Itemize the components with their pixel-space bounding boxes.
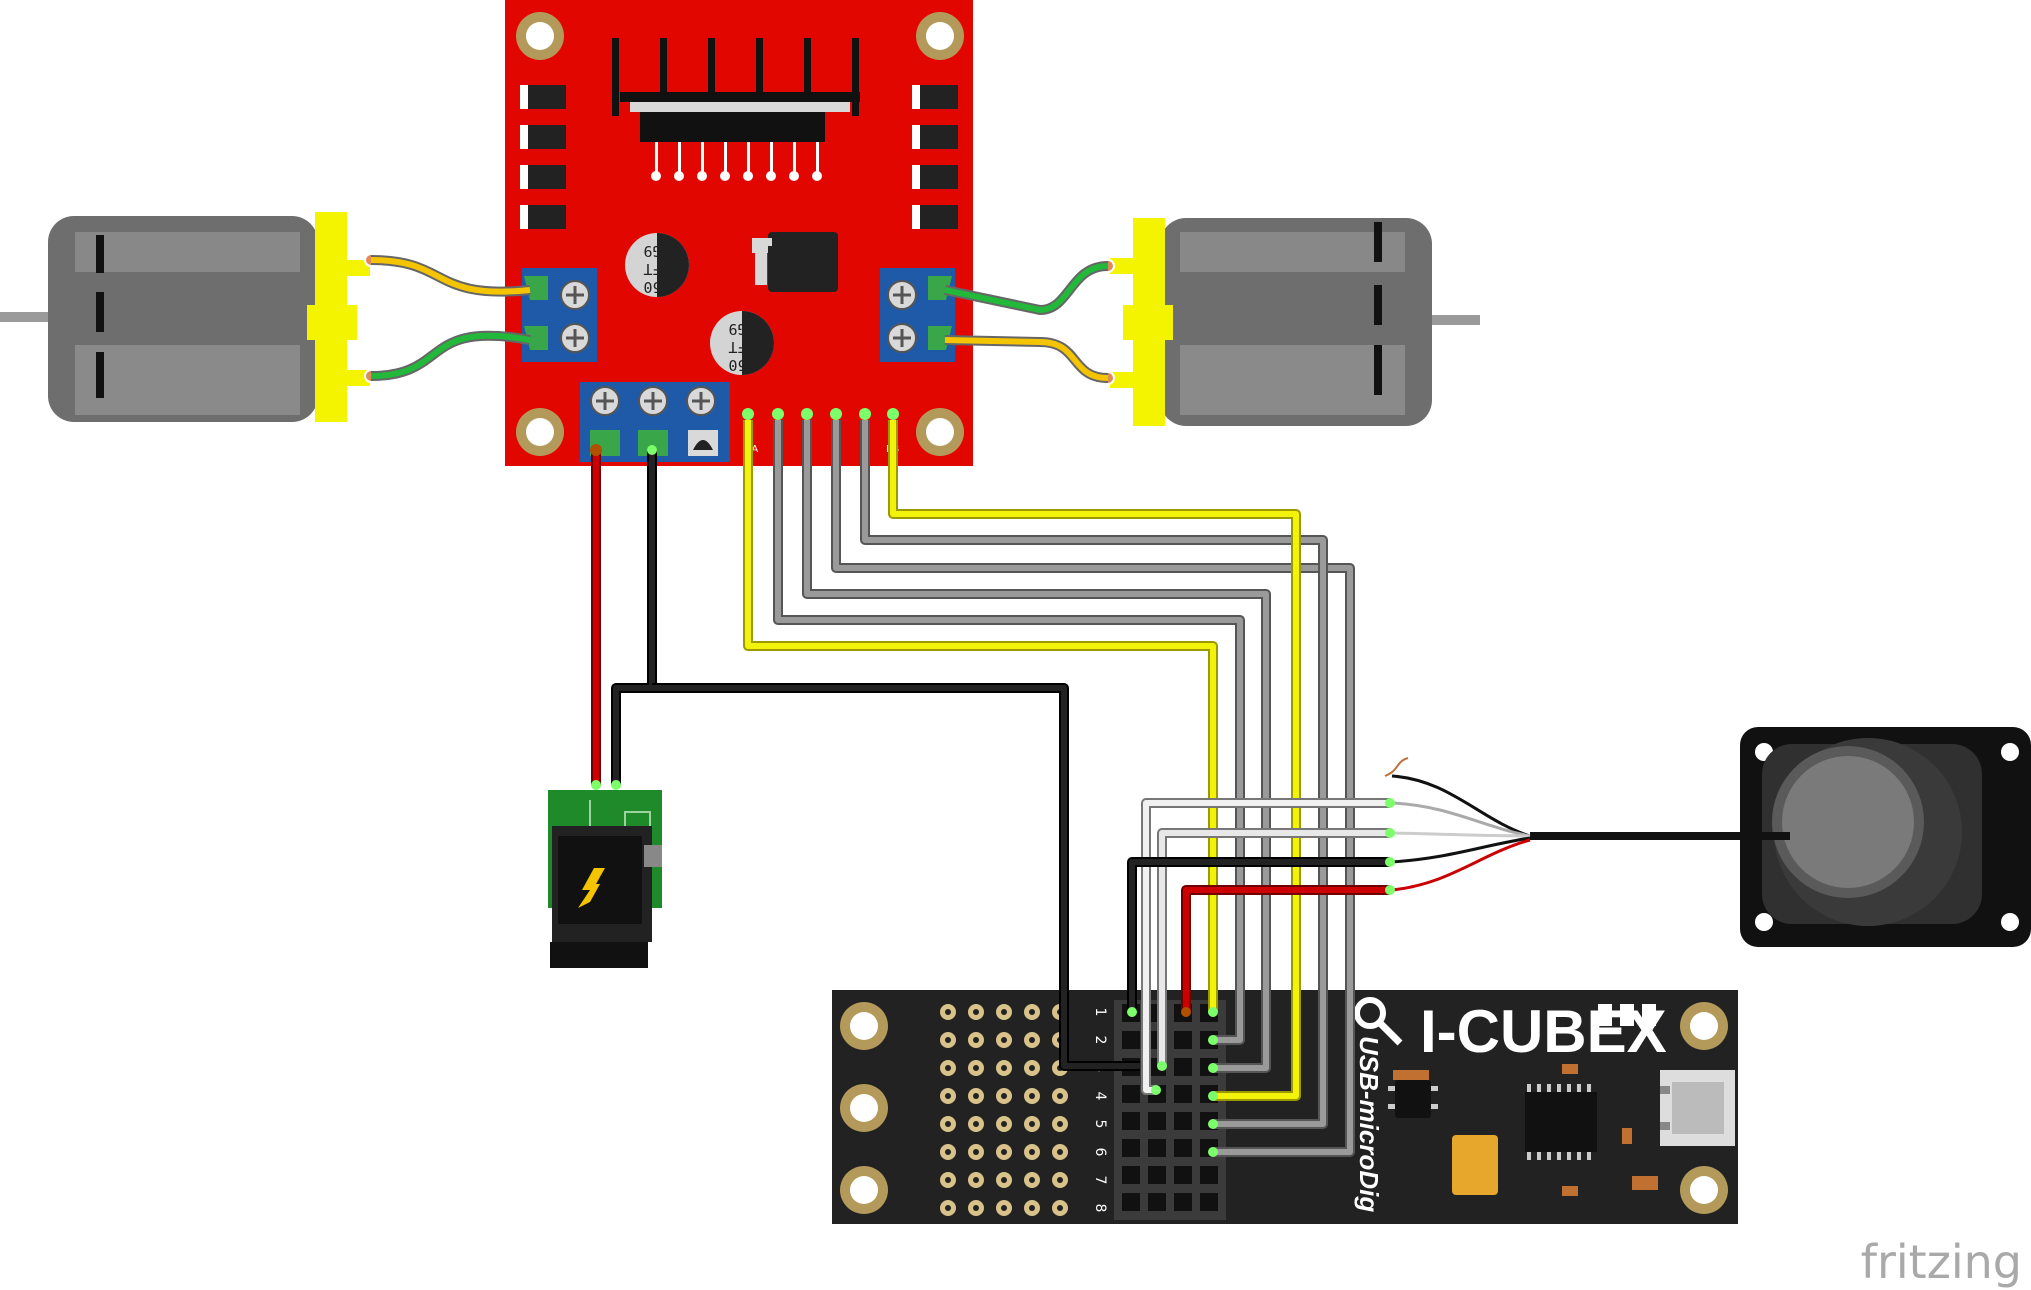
heatsink [612, 38, 860, 142]
perfboard-pads [940, 1004, 1068, 1216]
capacitor-1-line-3: 4G9 [643, 242, 670, 260]
row-number-2: 2 [1092, 1036, 1108, 1045]
capacitor-2-line-1: 150 [728, 356, 755, 374]
capacitor-1-line-1: 150 [643, 278, 670, 296]
right-dc-motor [1101, 218, 1480, 426]
capacitor-2-line-3: 4G9 [728, 320, 755, 338]
row-number-5: 5 [1092, 1120, 1108, 1129]
diodes-left [520, 85, 566, 229]
driver-ic-pins [651, 142, 822, 181]
wire-endpoints [590, 408, 1395, 1157]
capacitor-1: 150 VFT 4G9 [625, 233, 689, 297]
icubex-interface-board: 1 2 3 4 5 6 7 8 [832, 990, 1738, 1224]
capacitor-2: 150 VFT 4G9 [710, 311, 774, 375]
capacitor-2-line-2: VFT [728, 338, 755, 356]
motor-b-terminal [880, 268, 955, 362]
row-number-1: 1 [1092, 1008, 1108, 1017]
power-terminal [580, 382, 730, 462]
row-number-6: 6 [1092, 1148, 1108, 1157]
voltage-regulator [752, 232, 838, 292]
onboard-chips [1388, 1064, 1735, 1196]
capacitor-1-line-2: VFT [643, 260, 670, 278]
row-number-8: 8 [1092, 1204, 1108, 1213]
fritzing-watermark: fritzing [1861, 1235, 2022, 1289]
header-block [1114, 1000, 1226, 1220]
diodes-right [912, 85, 958, 229]
brand-logo: I-CUBEX USB-microDig [1354, 997, 1667, 1212]
motor-driver-board: 150 VFT 4G9 150 VFT 4G9 [505, 0, 973, 466]
row-number-4: 4 [1092, 1092, 1108, 1101]
wire-power-black [611, 450, 657, 785]
model-name: USB-microDig [1354, 1036, 1384, 1212]
joystick [1740, 727, 2031, 947]
left-dc-motor [0, 212, 378, 422]
row-number-7: 7 [1092, 1176, 1108, 1185]
dc-barrel-jack [548, 790, 662, 968]
motor-a-terminal [522, 268, 597, 362]
